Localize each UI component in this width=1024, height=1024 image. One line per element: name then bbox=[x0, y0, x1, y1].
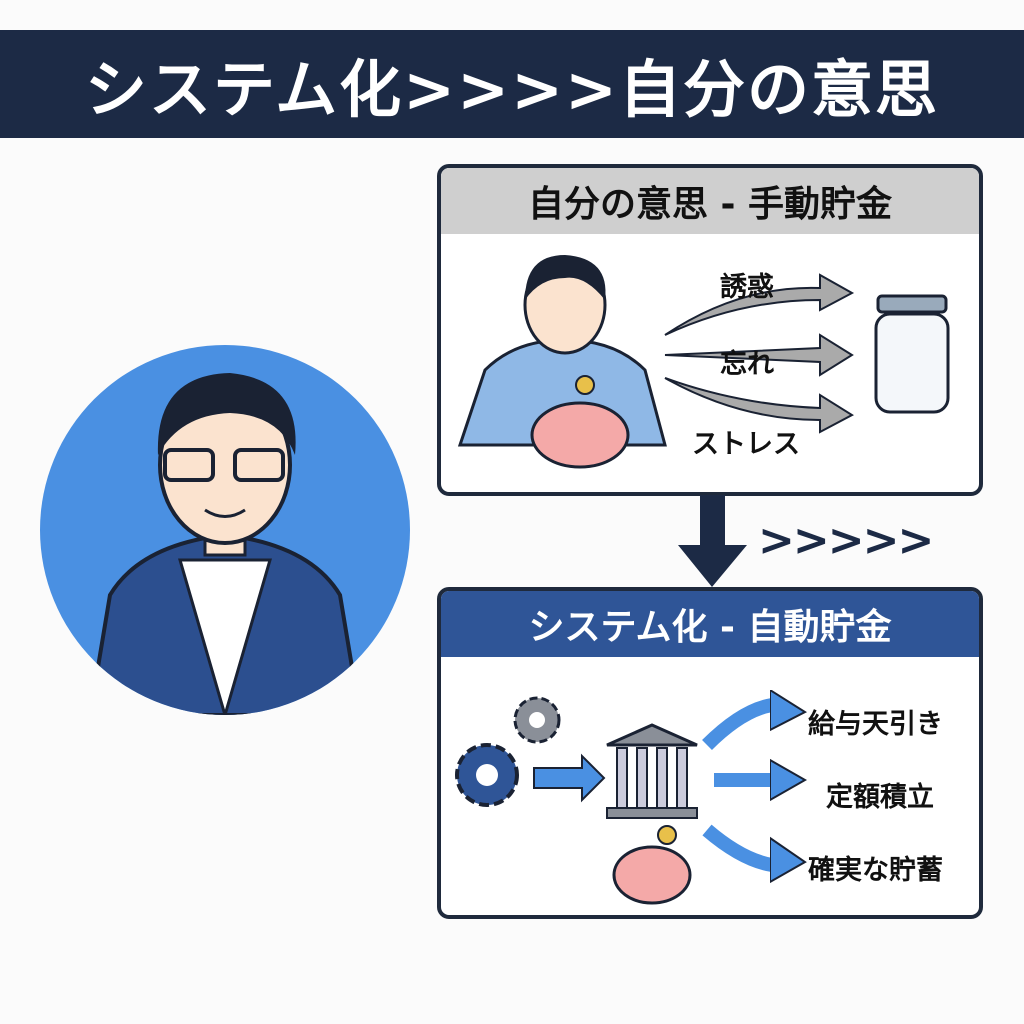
page-title: システム化>>>>自分の意思 bbox=[85, 53, 939, 126]
auto-heading: システム化 - 自動貯金 bbox=[441, 591, 979, 657]
auto-saving-panel: システム化 - 自動貯金 bbox=[437, 587, 983, 919]
label-reliable-savings: 確実な貯蓄 bbox=[808, 855, 943, 886]
automation-illustration bbox=[455, 696, 772, 905]
label-forgetting: 忘れ bbox=[720, 349, 774, 380]
down-arrow-icon bbox=[678, 495, 747, 587]
bank-icon bbox=[606, 723, 698, 819]
title-bar: システム化>>>>自分の意思 bbox=[0, 30, 1024, 138]
transition-chevrons: >>>>> bbox=[758, 515, 934, 566]
worried-person-with-piggy-bank-illustration bbox=[457, 255, 667, 469]
arrowheads bbox=[770, 690, 808, 884]
label-fixed-installment: 定額積立 bbox=[826, 782, 934, 813]
label-stress: ストレス bbox=[692, 429, 800, 460]
empty-jar-icon bbox=[874, 294, 950, 414]
label-payroll-deduction: 給与天引き bbox=[808, 709, 943, 740]
avatar bbox=[40, 345, 410, 715]
negative-arrows bbox=[664, 273, 855, 434]
label-temptation: 誘惑 bbox=[720, 272, 774, 303]
right-arrow-icon bbox=[533, 753, 606, 803]
piggy-bank-icon bbox=[612, 845, 692, 905]
manual-heading: 自分の意思 - 手動貯金 bbox=[441, 168, 979, 234]
person-illustration bbox=[87, 373, 363, 715]
